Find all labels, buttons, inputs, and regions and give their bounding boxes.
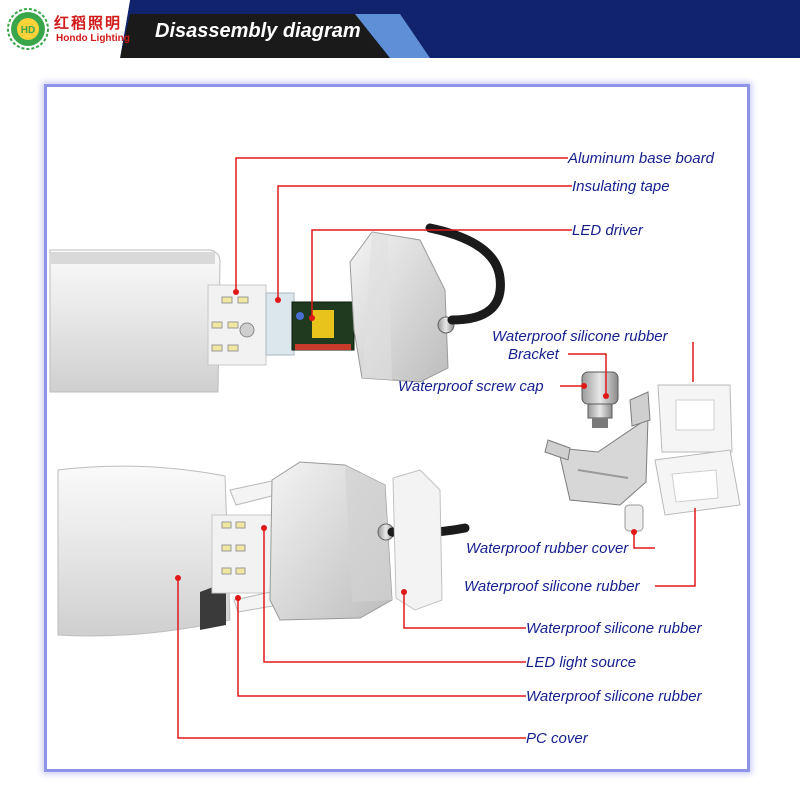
leader-lines <box>177 157 696 739</box>
upper-tube <box>49 249 221 393</box>
label-insulating-tape: Insulating tape <box>572 178 670 195</box>
label-aluminum-base-board: Aluminum base board <box>568 150 714 167</box>
upper-end-cap <box>349 223 505 383</box>
leader-led-light-source <box>263 528 526 663</box>
led-driver <box>291 301 355 351</box>
leader-aluminum-base-board <box>235 157 568 292</box>
lower-tube <box>57 465 231 637</box>
logo-text-english: Hondo Lighting <box>56 33 130 44</box>
leader-insulating-tape <box>277 185 572 300</box>
company-logo: HD 红稻照明 Hondo Lighting <box>6 6 130 52</box>
leader-dots <box>175 289 637 601</box>
page-title: Disassembly diagram <box>155 20 361 42</box>
header-background <box>0 0 800 58</box>
diagram-frame <box>44 84 750 772</box>
screw-cap-gland <box>581 371 619 428</box>
svg-text:HD: HD <box>21 25 35 36</box>
insulating-tape <box>265 292 295 356</box>
label-bracket: Bracket <box>508 346 559 363</box>
silicone-rubber-gasket-upper <box>657 384 733 453</box>
label-led-light-source: LED light source <box>526 654 637 671</box>
header-banner: HD 红稻照明 Hondo Lighting Disassembly diagr… <box>0 0 800 58</box>
silicone-rubber-gasket-lower <box>654 449 741 516</box>
label-pc-cover: PC cover <box>526 730 588 747</box>
label-waterproof-silicone-rubber-2: Waterproof silicone rubber <box>526 688 702 705</box>
waterproof-silicone-rubber-block <box>392 469 443 611</box>
leader-led-driver <box>311 229 572 318</box>
leader-silicone-rubber-2 <box>237 598 526 697</box>
label-waterproof-rubber-cover: Waterproof rubber cover <box>466 540 629 557</box>
leader-bracket <box>568 353 607 396</box>
lower-end-cap <box>269 461 470 621</box>
label-waterproof-silicone-rubber-1: Waterproof silicone rubber <box>526 620 702 637</box>
upper-led-board <box>207 284 267 366</box>
rubber-cover-plug <box>624 504 644 532</box>
logo-text-chinese: 红稻照明 <box>54 14 123 32</box>
leader-pc-cover <box>177 578 526 739</box>
mounting-bracket <box>544 391 651 506</box>
leader-silicone-rubber-mid <box>655 508 696 587</box>
label-led-driver: LED driver <box>572 222 643 239</box>
label-waterproof-silicone-rubber-mid: Waterproof silicone rubber <box>464 578 640 595</box>
leader-rubber-cover <box>633 532 655 549</box>
label-waterproof-screw-cap: Waterproof screw cap <box>398 378 544 395</box>
leader-silicone-rubber-1 <box>403 592 526 629</box>
logo-emblem-icon: HD <box>7 8 49 50</box>
label-waterproof-silicone-rubber-top: Waterproof silicone rubber <box>492 328 668 345</box>
